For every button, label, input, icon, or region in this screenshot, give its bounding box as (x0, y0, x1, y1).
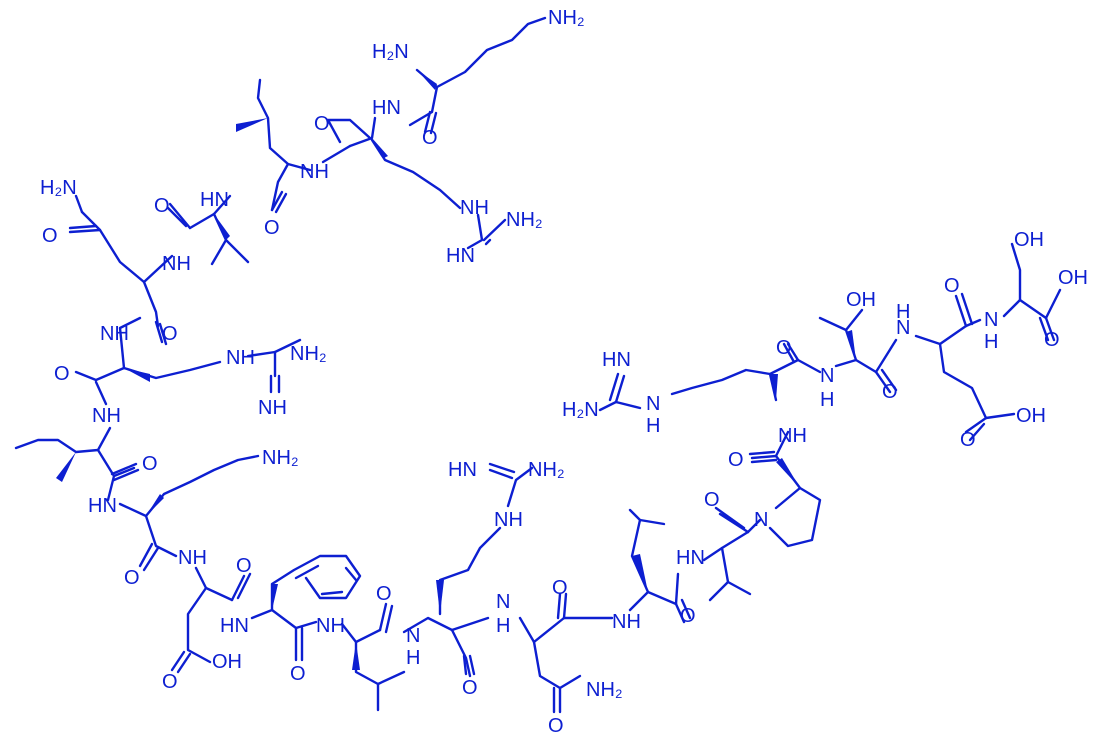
arg6-amide-nh-label: NH (100, 323, 129, 345)
arg12-amide-n-label: N (406, 625, 420, 647)
glu19-side-carbonyl-oxygen-label: O (960, 429, 976, 451)
asp9-side-carbonyl-oxygen-label: O (162, 671, 178, 693)
leu14-carbonyl-oxygen-label: O (680, 605, 696, 627)
arg12-carbonyl-oxygen-label: O (462, 677, 478, 699)
lys8-amide-nh-label: HN (88, 495, 117, 517)
arg17-amide-nh-label: NH (778, 425, 807, 447)
thr18-carbonyl-oxygen-label: O (882, 381, 898, 403)
stereo-wedge (352, 642, 360, 670)
arg17-guanidine-n-label: N (646, 393, 660, 415)
stereo-wedge (56, 452, 76, 482)
arg6-guanidine-nh-label: NH (226, 347, 255, 369)
ile7-carbonyl-oxygen-label: O (142, 453, 158, 475)
stereo-wedge (272, 584, 278, 610)
stereo-wedge (417, 70, 437, 90)
stereo-wedge (632, 554, 648, 592)
ile3-amide-nh-label: NH (300, 161, 329, 183)
ser20-carboxyl-hydroxyl-label: OH (1058, 267, 1088, 289)
glu19-amide-n-label: N (896, 317, 910, 339)
ile7-amide-nh-label: NH (92, 405, 121, 427)
arg2-guanidine-nh-label: NH (460, 197, 489, 219)
lys1-alpha-amine-label: H₂N (372, 41, 409, 63)
pro16-carbonyl-oxygen-label: O (728, 449, 744, 471)
ser20-amide-h-label: H (984, 331, 998, 353)
asp9-carbonyl-oxygen-label: O (236, 555, 252, 577)
asp9-side-hydroxyl-label: OH (212, 651, 242, 673)
gln5-carbonyl-oxygen-label: O (162, 323, 178, 345)
ile3-carbonyl-oxygen-label: O (264, 217, 280, 239)
ser20-side-hydroxyl-label: OH (1014, 229, 1044, 251)
arg12-guanidine-imine-label: HN (448, 459, 477, 481)
arg12-amide-h-label: H (406, 647, 420, 669)
stereo-wedge (372, 138, 388, 158)
arg2-carbonyl-oxygen-label: O (314, 113, 330, 135)
stereo-wedge (146, 494, 164, 516)
leu14-amide-nh-label: NH (612, 611, 641, 633)
phe10-amide-nh-label: HN (220, 615, 249, 637)
arg12-guanidine-nh-label: NH (494, 509, 523, 531)
bond-lines (14, 16, 1062, 714)
stereo-wedge (776, 458, 800, 488)
lys1-carbonyl-oxygen-label: O (422, 127, 438, 149)
stereo-wedge (214, 214, 230, 240)
asn13-amide-n-label: N (496, 591, 510, 613)
lys1-side-amine-label: NH₂ (548, 7, 585, 29)
glu19-amide-h-label: H (896, 301, 910, 323)
stereo-wedge (770, 374, 778, 400)
arg2-amide-nh-label: HN (372, 97, 401, 119)
val15-amide-nh-label: HN (676, 547, 705, 569)
stereo-wedge (236, 118, 268, 132)
arg12-guanidine-nh2-label: NH₂ (528, 459, 565, 481)
thr18-side-hydroxyl-label: OH (846, 289, 876, 311)
thr18-amide-h-label: H (820, 389, 834, 411)
val15-carbonyl-oxygen-label: O (704, 489, 720, 511)
arg17-guanidine-nh2-label: H₂N (562, 399, 599, 421)
stereo-wedge (846, 330, 856, 360)
glu19-side-hydroxyl-label: OH (1016, 405, 1046, 427)
thr18-amide-n-label: N (820, 365, 834, 387)
arg17-carbonyl-oxygen-label: O (776, 337, 792, 359)
asn13-carbonyl-oxygen-label: O (552, 577, 568, 599)
asn13-side-carbonyl-oxygen-label: O (548, 715, 564, 736)
atom-labels: H₂N NH₂ O HN O NH NH₂ HN NH O HN O NH H₂… (40, 7, 1088, 736)
ser20-carboxyl-oxygen-label: O (1044, 329, 1060, 351)
phe10-carbonyl-oxygen-label: O (290, 663, 306, 685)
arg2-guanidine-imine-label: HN (446, 245, 475, 267)
lys8-side-amine-label: NH₂ (262, 447, 299, 469)
gln5-amide-nh-label: NH (162, 253, 191, 275)
asp9-amide-nh-label: NH (178, 547, 207, 569)
lys8-carbonyl-oxygen-label: O (124, 567, 140, 589)
gln5-side-carbonyl-oxygen-label: O (42, 225, 58, 247)
leu11-amide-nh-label: NH (316, 615, 345, 637)
asn13-amide-h-label: H (496, 615, 510, 637)
asn13-side-amide-nh2-label: NH₂ (586, 679, 623, 701)
val4-amide-nh-label: HN (200, 189, 229, 211)
val4-carbonyl-oxygen-label: O (154, 195, 170, 217)
leu11-carbonyl-oxygen-label: O (376, 583, 392, 605)
arg6-guanidine-nh2-label: NH₂ (290, 343, 327, 365)
gln5-side-amide-nh2-label: H₂N (40, 177, 77, 199)
arg6-carbonyl-oxygen-label: O (54, 363, 70, 385)
arg2-guanidine-nh2-label: NH₂ (506, 209, 543, 231)
arg17-guanidine-h-label: H (646, 415, 660, 437)
arg6-guanidine-imine-label: NH (258, 397, 287, 419)
stereo-wedge (124, 368, 150, 382)
stereo-wedge (436, 580, 444, 614)
stereo-wedges (56, 70, 856, 670)
ser20-amide-n-label: N (984, 309, 998, 331)
glu19-carbonyl-oxygen-label: O (944, 275, 960, 297)
arg17-guanidine-imine-label: HN (602, 349, 631, 371)
pro16-ring-n-label: N (754, 509, 768, 531)
